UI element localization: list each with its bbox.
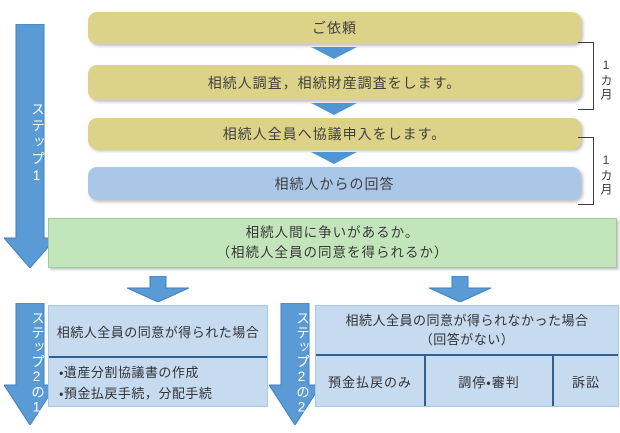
step1-down-arrow-icon [4, 24, 56, 268]
step1-label: ステップ1 [29, 102, 44, 186]
panel-consent-obtained-list: ・遺産分割協議書の作成 ・預金払戻手続，分配手続 [59, 362, 263, 404]
header-line2: （回答がない） [419, 332, 515, 347]
panel-consent-not-obtained-header: 相続人全員の同意が得られなかった場合 （回答がない） [316, 306, 618, 354]
decision-box: 相続人間に争いがあるか。 （相続人全員の同意を得られるか） [48, 218, 617, 268]
flow-box-request: ご依頼 [88, 12, 581, 44]
list-item: ・預金払戻手続，分配手続 [59, 386, 213, 401]
step2-2-label: ステップ2の2 [294, 310, 309, 416]
outcome-cells: 預金払戻のみ 調停・審判 訴訟 [316, 356, 618, 406]
list-item: ・遺産分割協議書の作成 [59, 365, 199, 380]
down-triangle-icon [311, 152, 357, 164]
duration-bracket-1 [578, 42, 594, 110]
step2-2-down-arrow-icon [269, 303, 321, 425]
outcome-arrow-right-icon [429, 276, 491, 302]
panel-consent-obtained-header: 相続人全員の同意が得られた場合 [56, 324, 260, 340]
flow-box-heir-response: 相続人からの回答 [88, 167, 581, 200]
decision-line2: （相続人全員の同意を得られるか） [216, 245, 449, 260]
panel-consent-obtained: 相続人全員の同意が得られた場合 ・遺産分割協議書の作成 ・預金払戻手続，分配手続 [48, 305, 268, 407]
duration-bracket-2 [578, 137, 594, 205]
decision-line1: 相続人間に争いがあるか。 [245, 225, 420, 240]
flow-box-investigation: 相続人調査，相続財産調査をします。 [88, 65, 581, 100]
outcome-cell-refund-only: 預金払戻のみ [327, 374, 412, 390]
step2-1-label: ステップ2の1 [29, 310, 44, 416]
outcome-cell-litigation: 訴訟 [571, 374, 600, 390]
flow-box-consultation-offer: 相続人全員へ協議申入をします。 [88, 118, 581, 149]
outcome-cell-mediation: 調停・審判 [424, 356, 554, 406]
outcome-arrow-left-icon [127, 276, 189, 302]
down-triangle-icon [311, 47, 357, 59]
duration-label-1: 1カ月 [599, 58, 613, 102]
panel-consent-not-obtained: 相続人全員の同意が得られなかった場合 （回答がない） 預金払戻のみ 調停・審判 … [315, 305, 619, 407]
panel-divider [316, 354, 618, 356]
header-line1: 相続人全員の同意が得られなかった場合 [345, 313, 589, 328]
down-triangle-icon [311, 103, 357, 115]
duration-label-2: 1カ月 [599, 153, 613, 197]
step2-1-down-arrow-icon [4, 303, 56, 425]
panel-divider [49, 356, 267, 358]
